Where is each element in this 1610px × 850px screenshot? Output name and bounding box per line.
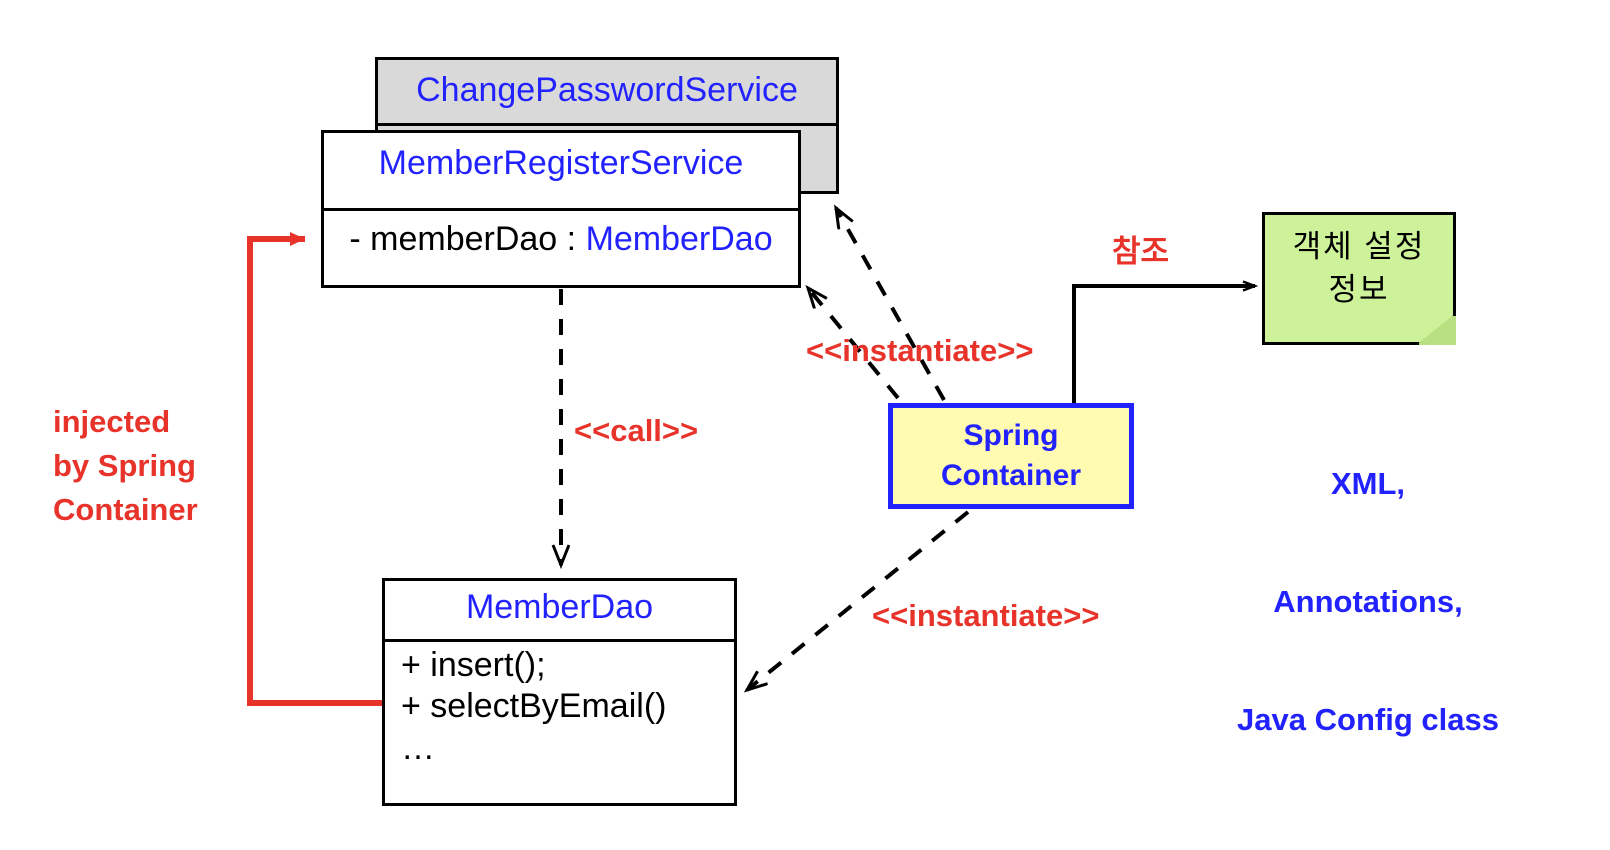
config-format-xml: XML,	[1330, 465, 1406, 501]
config-format-annotations: Annotations,	[1273, 583, 1463, 619]
label-instantiate-bottom: <<instantiate>>	[872, 598, 1100, 633]
class-method-list: + insert(); + selectByEmail() …	[401, 645, 666, 769]
label-config-formats: XML, Annotations, Java Config class	[1203, 385, 1533, 818]
spring-container-label-line1: Spring	[963, 419, 1059, 453]
class-box-member-dao[interactable]: MemberDao + insert(); + selectByEmail() …	[382, 578, 737, 806]
class-attribute-member-dao: - memberDao : MemberDao	[324, 219, 798, 260]
spring-container-box[interactable]: Spring Container	[888, 403, 1134, 509]
note-body	[1262, 212, 1456, 345]
class-divider	[385, 639, 734, 642]
note-text: 객체 설정 정보	[1262, 226, 1456, 312]
class-divider	[324, 208, 798, 211]
config-note[interactable]: 객체 설정 정보	[1262, 212, 1456, 345]
note-text-line2: 정보	[1328, 271, 1390, 307]
attribute-name-text	[361, 220, 370, 258]
config-format-java-config: Java Config class	[1237, 701, 1499, 737]
note-text-line1: 객체 설정	[1292, 229, 1426, 264]
class-name-change-password-service: ChangePasswordService	[416, 71, 798, 109]
label-reference-korean: 참조	[1112, 234, 1170, 269]
class-method-insert: + insert();	[401, 646, 546, 684]
edge-inject-red	[247, 232, 382, 706]
class-name-member-dao: MemberDao	[465, 588, 654, 626]
edge-instantiate-changepassword	[836, 208, 946, 401]
spring-container-label-line2: Container	[940, 459, 1081, 492]
class-divider	[378, 123, 836, 126]
label-call: <<call>>	[574, 413, 699, 448]
label-injected-by-spring-container: injected by Spring Container	[53, 404, 198, 528]
class-box-member-register-service[interactable]: MemberRegisterService - memberDao : Memb…	[321, 130, 801, 288]
class-name-member-register-service: MemberRegisterService	[378, 144, 744, 182]
label-instantiate-top: <<instantiate>>	[806, 333, 1034, 368]
attribute-separator: :	[557, 220, 586, 258]
attribute-visibility: -	[349, 220, 361, 258]
class-method-ellipsis: …	[401, 728, 435, 767]
class-method-select-by-email: + selectByEmail()	[401, 687, 667, 726]
attribute-name: memberDao	[370, 220, 558, 258]
attribute-type: MemberDao	[585, 220, 773, 258]
